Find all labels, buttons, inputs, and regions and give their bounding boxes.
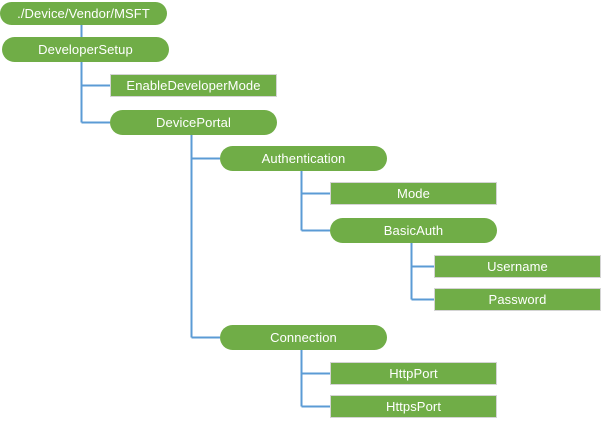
tree-node-password[interactable]: Password [434,288,601,311]
tree-node-label: Password [488,292,547,307]
tree-node-label: Authentication [261,151,346,166]
tree-node-label: HttpsPort [385,399,442,414]
tree-node-basicauth[interactable]: BasicAuth [330,218,497,243]
tree-node-deviceportal[interactable]: DevicePortal [110,110,277,135]
tree-node-label: Username [487,259,548,274]
tree-node-label: BasicAuth [383,223,444,238]
tree-node-httpsport[interactable]: HttpsPort [330,395,497,418]
tree-node-label: ./Device/Vendor/MSFT [17,6,150,21]
tree-node-label: DeveloperSetup [38,42,133,57]
tree-node-label: Mode [397,186,430,201]
tree-node-connection[interactable]: Connection [220,325,387,350]
tree-node-label: DevicePortal [156,115,231,130]
tree-node-httpport[interactable]: HttpPort [330,362,497,385]
tree-node-username[interactable]: Username [434,255,601,278]
tree-node-authentication[interactable]: Authentication [220,146,387,171]
tree-node-label: EnableDeveloperMode [126,78,261,93]
tree-node-mode[interactable]: Mode [330,182,497,205]
tree-node-enabledevelopermode[interactable]: EnableDeveloperMode [110,74,277,97]
tree-node-developersetup[interactable]: DeveloperSetup [2,37,169,62]
tree-node-label: Connection [270,330,337,345]
tree-node-root[interactable]: ./Device/Vendor/MSFT [0,2,167,25]
tree-node-label: HttpPort [389,366,438,381]
